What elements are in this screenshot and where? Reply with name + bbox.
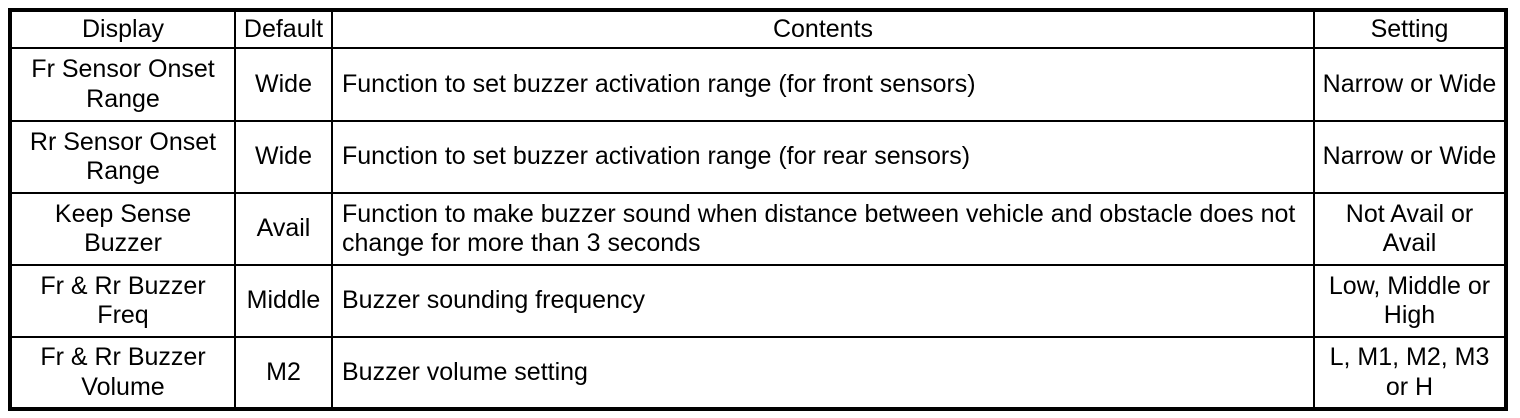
cell-setting: L, M1, M2, M3 or H bbox=[1313, 336, 1507, 410]
cell-setting: Narrow or Wide bbox=[1313, 47, 1507, 122]
table-row: Rr Sensor Onset Range Wide Function to s… bbox=[9, 120, 1507, 194]
cell-setting: Not Avail or Avail bbox=[1313, 192, 1507, 266]
cell-contents: Function to make buzzer sound when dista… bbox=[331, 192, 1315, 266]
settings-table: Display Default Contents Setting Fr Sens… bbox=[8, 8, 1508, 411]
cell-display: Fr & Rr Buzzer Freq bbox=[9, 264, 236, 338]
table-row: Fr & Rr Buzzer Volume M2 Buzzer volume s… bbox=[9, 336, 1507, 410]
table-header-row: Display Default Contents Setting bbox=[9, 9, 1507, 49]
table-body: Fr Sensor Onset Range Wide Function to s… bbox=[9, 47, 1507, 410]
cell-default: Wide bbox=[234, 47, 333, 122]
column-header-display: Display bbox=[9, 9, 236, 49]
column-header-default: Default bbox=[234, 9, 333, 49]
cell-display: Fr & Rr Buzzer Volume bbox=[9, 336, 236, 410]
cell-contents: Function to set buzzer activation range … bbox=[331, 120, 1315, 194]
cell-contents: Buzzer sounding frequency bbox=[331, 264, 1315, 338]
cell-setting: Narrow or Wide bbox=[1313, 120, 1507, 194]
cell-display: Keep Sense Buzzer bbox=[9, 192, 236, 266]
table-row: Fr & Rr Buzzer Freq Middle Buzzer soundi… bbox=[9, 264, 1507, 338]
table-row: Fr Sensor Onset Range Wide Function to s… bbox=[9, 47, 1507, 122]
cell-default: Avail bbox=[234, 192, 333, 266]
table-row: Keep Sense Buzzer Avail Function to make… bbox=[9, 192, 1507, 266]
cell-default: Middle bbox=[234, 264, 333, 338]
column-header-setting: Setting bbox=[1313, 9, 1507, 49]
column-header-contents: Contents bbox=[331, 9, 1315, 49]
cell-setting: Low, Middle or High bbox=[1313, 264, 1507, 338]
cell-contents: Buzzer volume setting bbox=[331, 336, 1315, 410]
table-header: Display Default Contents Setting bbox=[9, 9, 1507, 49]
cell-default: Wide bbox=[234, 120, 333, 194]
cell-contents: Function to set buzzer activation range … bbox=[331, 47, 1315, 122]
cell-display: Rr Sensor Onset Range bbox=[9, 120, 236, 194]
settings-table-container: Display Default Contents Setting Fr Sens… bbox=[8, 8, 1508, 411]
cell-display: Fr Sensor Onset Range bbox=[9, 47, 236, 122]
cell-default: M2 bbox=[234, 336, 333, 410]
